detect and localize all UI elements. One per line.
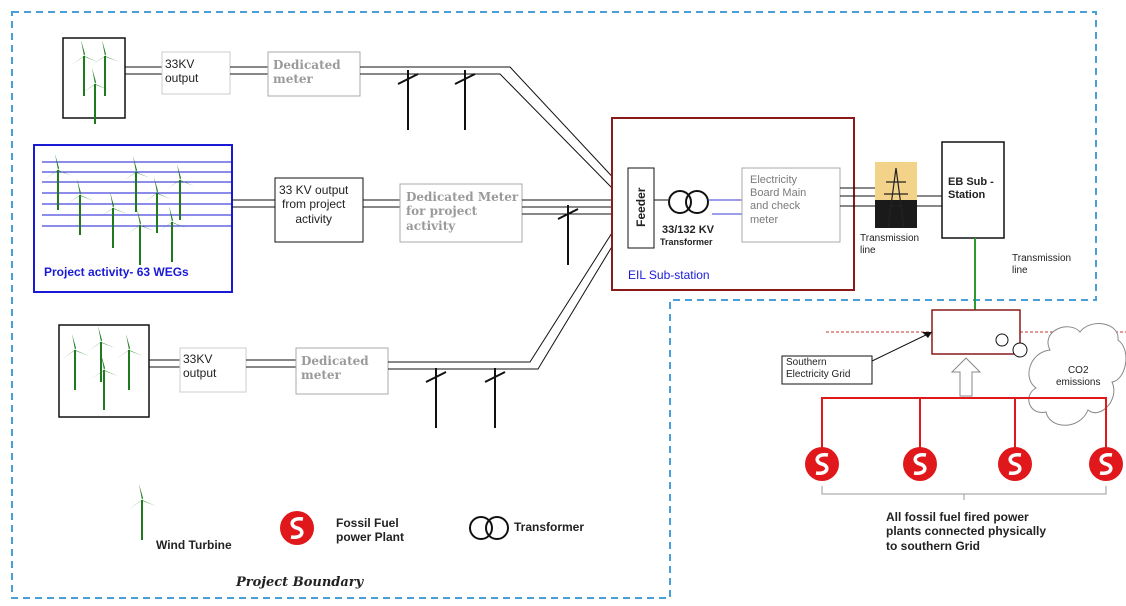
meter-label-bottom: Dedicated meter [301,354,369,383]
output-label-top: 33KV output [165,57,198,86]
eil-substation-label: EIL Sub-station [628,268,710,282]
legend-fossil-label: Fossil Fuel power Plant [336,516,404,545]
transmission-tower-image [875,162,917,228]
southern-grid-box [932,310,1020,354]
legend-wind-label: Wind Turbine [156,538,232,552]
feeder-label: Feeder [634,172,648,242]
southern-grid-label: Southern Electricity Grid [786,357,850,381]
meter-label-middle: Dedicated Meter for project activity [406,190,518,233]
up-arrow [952,358,980,396]
output-label-middle: 33 KV output from project activity [279,183,348,226]
project-boundary-label: Project Boundary [236,575,363,591]
eb-main-label: Electricity Board Main and check meter [750,174,806,227]
all-fossil-label: All fossil fuel fired power plants conne… [886,510,1046,553]
transformer-rating-label: 33/132 KV [662,224,714,237]
eb-substation-label: EB Sub - Station [948,176,994,202]
transformer-word-label: Transformer [660,237,713,248]
co2-label: CO2 emissions [1056,365,1100,389]
meter-label-top: Dedicated meter [273,58,341,87]
output-label-bottom: 33KV output [183,352,216,381]
transmission-line-label-1: Transmission line [860,233,919,257]
transmission-line-label-2: Transmission line [1012,253,1071,277]
project-activity-label: Project activity- 63 WEGs [44,265,189,279]
legend-transformer-label: Transformer [514,520,584,534]
fossil-brace [822,486,1106,500]
